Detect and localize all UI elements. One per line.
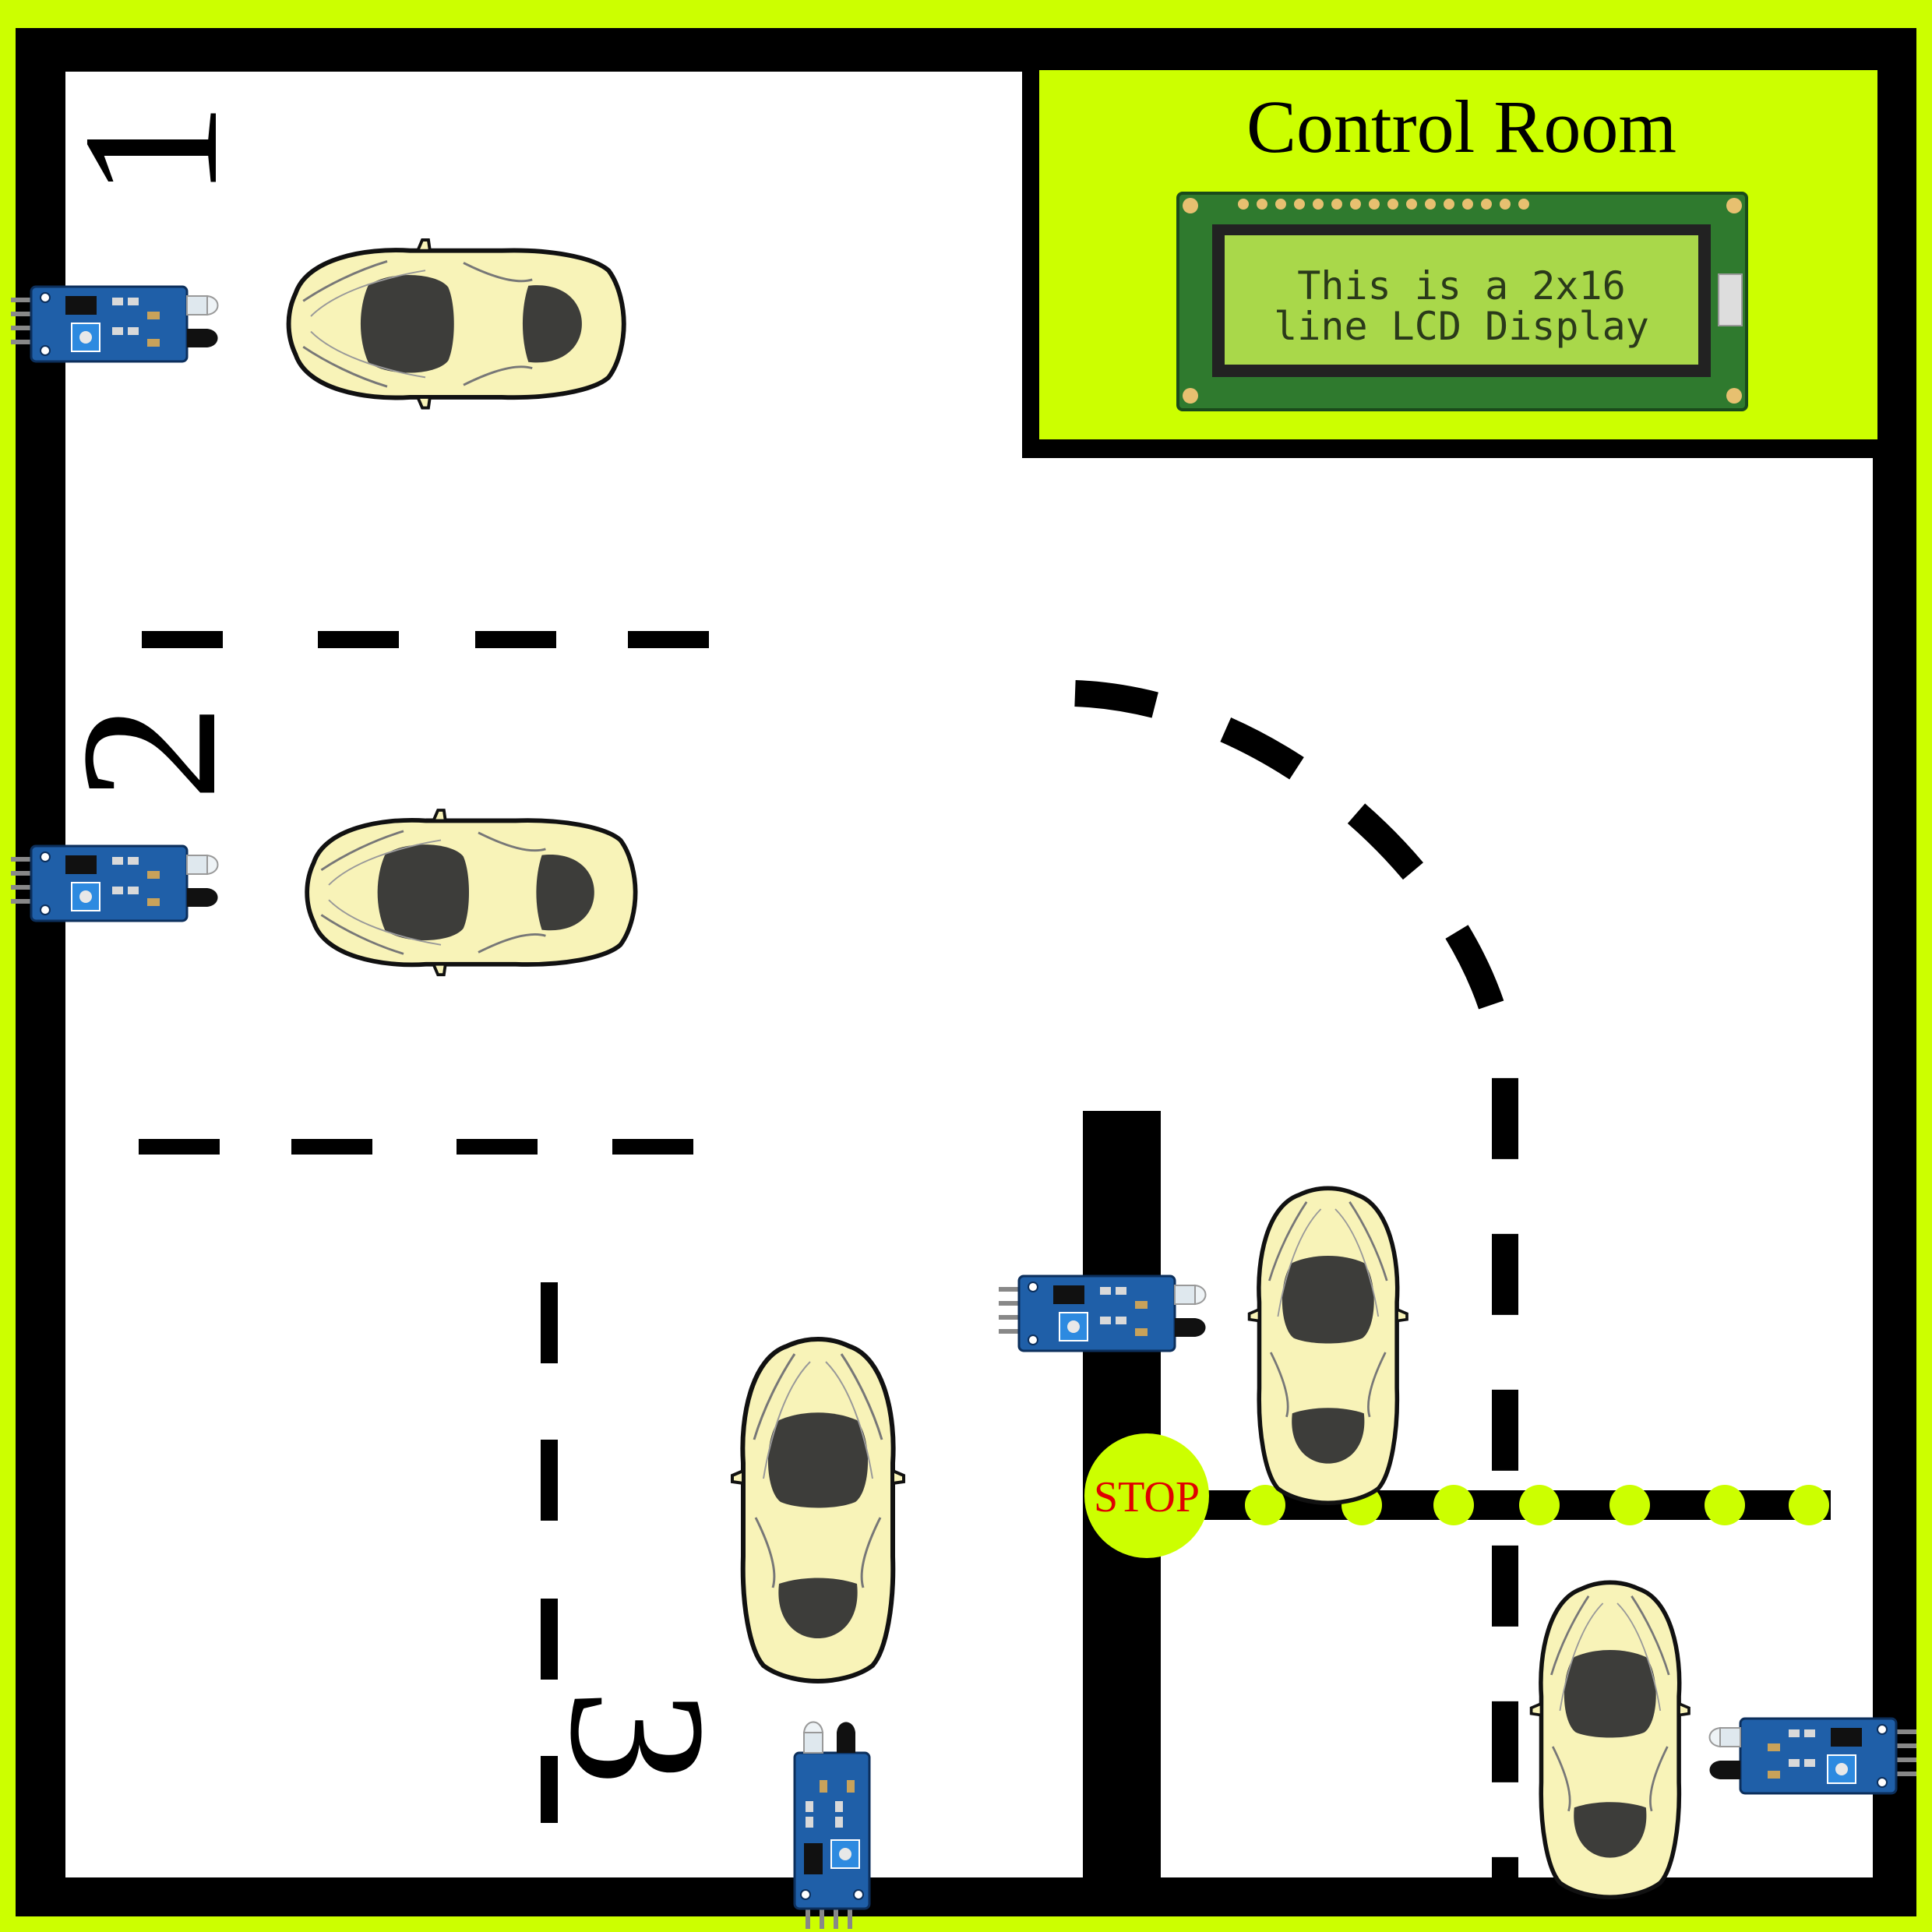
lcd-pin <box>1331 199 1342 210</box>
lcd-pin <box>1313 199 1324 210</box>
lcd-line-2: line LCD Display <box>1274 304 1649 349</box>
barrier-dot <box>1609 1485 1650 1525</box>
car-slot3 <box>732 1339 904 1681</box>
ir-sensor-slot3 <box>795 1722 869 1930</box>
slot-number-3: 3 <box>530 1689 746 1786</box>
car-slot1 <box>289 240 624 408</box>
lcd-pin <box>1481 199 1492 210</box>
lcd-pin <box>1444 199 1454 210</box>
ir-sensor-lane <box>999 1276 1206 1351</box>
lcd-pin <box>1500 199 1511 210</box>
lcd-pin <box>1294 199 1305 210</box>
lcd-pin <box>1369 199 1380 210</box>
barrier-dot <box>1705 1485 1745 1525</box>
stop-sign-label: STOP <box>1094 1473 1200 1521</box>
lcd-pin <box>1425 199 1436 210</box>
car-slot2 <box>307 810 635 975</box>
ir-sensor-slot1 <box>11 287 218 361</box>
lcd-line-1: This is a 2x16 <box>1297 263 1625 308</box>
lcd-display: This is a 2x16 line LCD Display <box>1178 193 1747 410</box>
control-room-title: Control Room <box>1246 85 1676 168</box>
slot-number-1: 1 <box>43 102 259 199</box>
lcd-pin <box>1518 199 1529 210</box>
slot-number-2: 2 <box>41 704 257 802</box>
lcd-pin <box>1387 199 1398 210</box>
lcd-pin <box>1275 199 1286 210</box>
lcd-pin <box>1238 199 1249 210</box>
stop-sign: STOP <box>1084 1433 1209 1558</box>
barrier-dot <box>1789 1485 1829 1525</box>
ir-sensor-slot2 <box>11 846 218 921</box>
car-lane-entering <box>1250 1188 1407 1503</box>
lcd-pin <box>1462 199 1473 210</box>
lcd-pin <box>1257 199 1267 210</box>
car-lane-exit <box>1532 1582 1689 1897</box>
ir-sensor-exit <box>1710 1719 1917 1793</box>
stop-barrier <box>1161 1485 1831 1525</box>
lcd-pin <box>1406 199 1417 210</box>
barrier-dot <box>1433 1485 1474 1525</box>
lcd-pin <box>1350 199 1361 210</box>
barrier-dot <box>1519 1485 1560 1525</box>
